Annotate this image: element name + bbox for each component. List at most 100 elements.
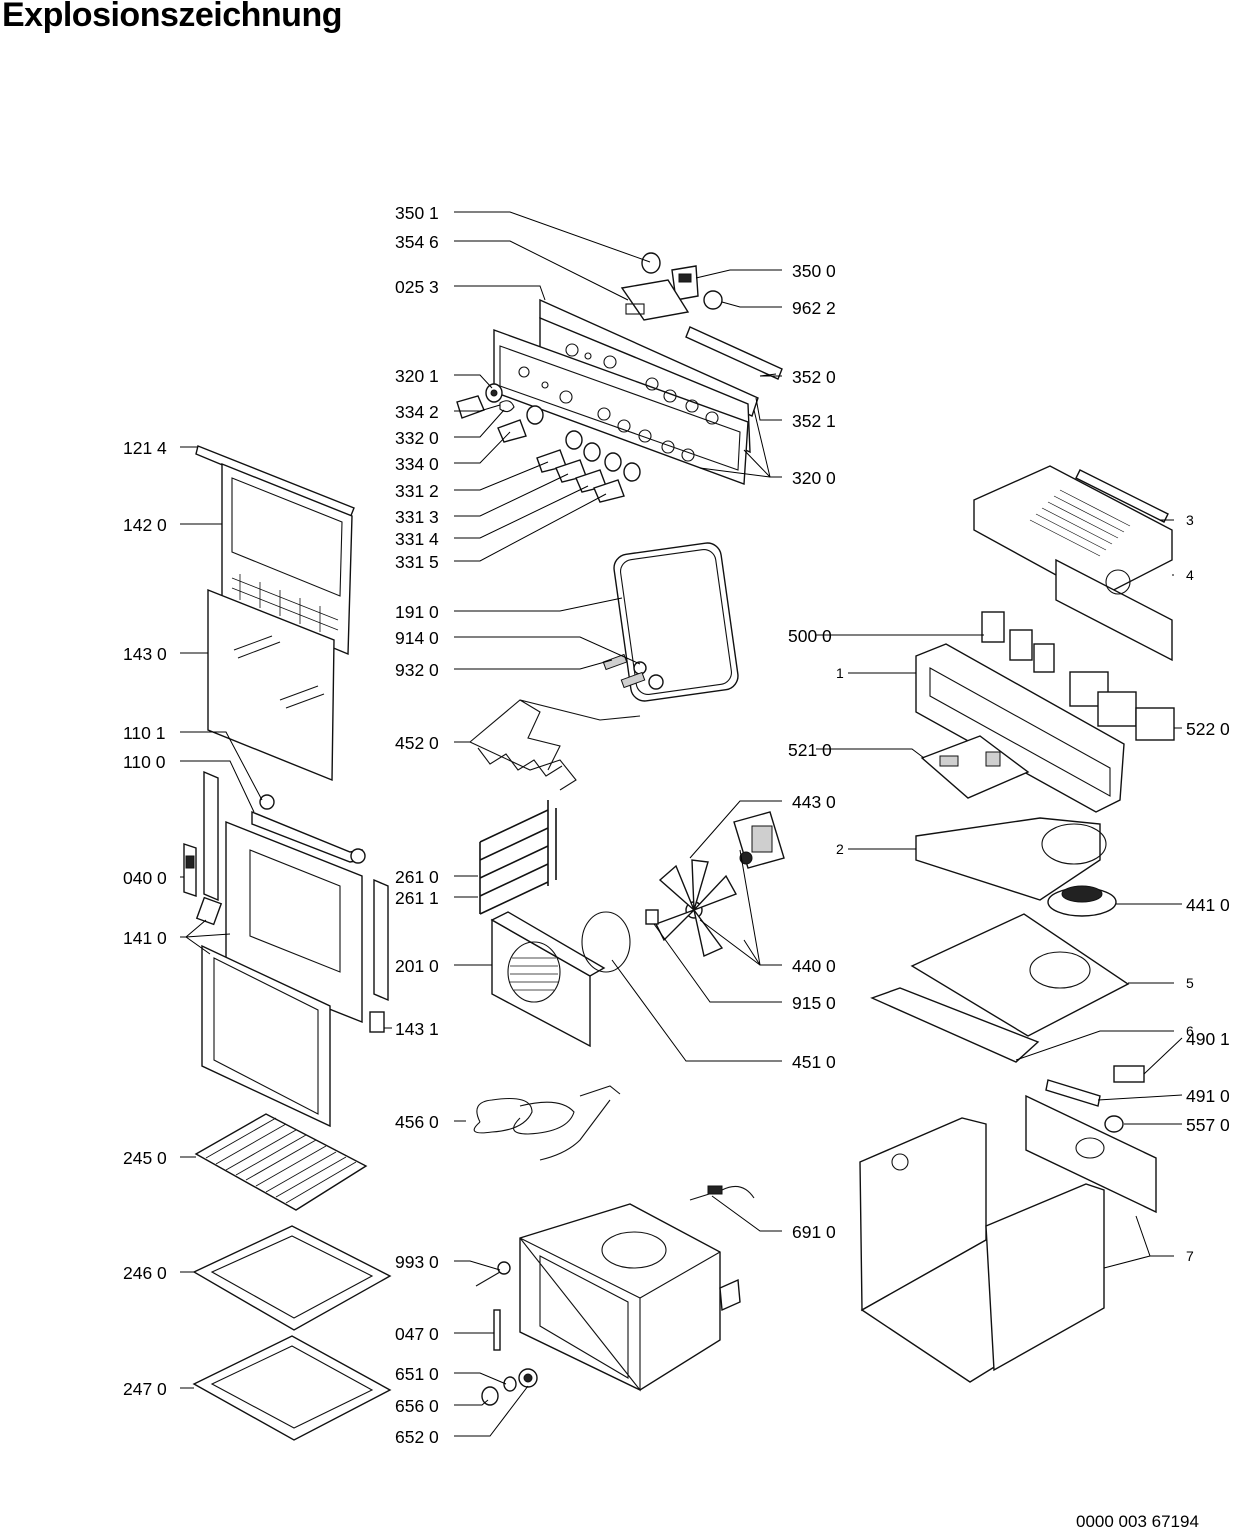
label-3313: 331 3 bbox=[395, 507, 439, 527]
control-panel-group bbox=[456, 252, 783, 503]
part-1101-drawing bbox=[259, 794, 275, 810]
right-parts-group bbox=[859, 465, 1175, 1383]
label-4430: 443 0 bbox=[792, 792, 836, 812]
label-9930: 993 0 bbox=[395, 1252, 439, 1272]
label-1430: 143 0 bbox=[123, 644, 167, 664]
part-5210-drawing bbox=[920, 735, 1030, 799]
label-assembly-5: 5 bbox=[1186, 975, 1194, 991]
label-3500: 350 0 bbox=[792, 261, 836, 281]
part-2470-drawing bbox=[192, 1335, 392, 1441]
door-group bbox=[183, 445, 392, 1441]
label-9320: 932 0 bbox=[395, 660, 439, 680]
part-4410-drawing bbox=[1047, 885, 1117, 917]
label-1101: 110 1 bbox=[123, 723, 166, 743]
part-6520-drawing bbox=[518, 1368, 538, 1388]
label-1100: 110 0 bbox=[123, 752, 166, 772]
part-4510-drawing bbox=[581, 911, 631, 973]
label-3312: 331 2 bbox=[395, 481, 439, 501]
label-4520: 452 0 bbox=[395, 733, 439, 753]
part-2010-drawing bbox=[490, 911, 606, 1048]
part-5220-drawing bbox=[1069, 671, 1175, 741]
label-1410: 141 0 bbox=[123, 928, 167, 948]
part-1420-drawing bbox=[221, 462, 353, 656]
label-9622: 962 2 bbox=[792, 298, 836, 318]
label-3315: 331 5 bbox=[395, 552, 439, 572]
part-9150-drawing bbox=[645, 909, 659, 925]
part-5000-drawing bbox=[981, 611, 1055, 673]
part-9320-drawing bbox=[602, 653, 646, 689]
assembly-1-drawing bbox=[915, 643, 1125, 813]
label-5220: 522 0 bbox=[1186, 719, 1230, 739]
assembly-4-drawing bbox=[973, 465, 1173, 662]
leader-lines bbox=[180, 211, 1183, 1437]
label-assembly-2: 2 bbox=[836, 841, 844, 857]
part-4901-drawing bbox=[1113, 1065, 1145, 1083]
label-4410: 441 0 bbox=[1186, 895, 1230, 915]
part-4560-drawing bbox=[473, 1085, 621, 1135]
part-6510-drawing bbox=[503, 1376, 517, 1392]
label-0470: 047 0 bbox=[395, 1324, 439, 1344]
label-3520: 352 0 bbox=[792, 367, 836, 387]
part-2460-drawing bbox=[192, 1225, 392, 1331]
label-6560: 656 0 bbox=[395, 1396, 439, 1416]
label-assembly-6: 6 bbox=[1186, 1023, 1194, 1039]
assembly-3-drawing bbox=[1075, 469, 1169, 523]
part-2450-drawing bbox=[194, 1113, 368, 1211]
label-2470: 247 0 bbox=[123, 1379, 167, 1399]
label-3521: 352 1 bbox=[792, 411, 836, 431]
label-3546: 354 6 bbox=[395, 232, 439, 252]
label-9140: 914 0 bbox=[395, 628, 439, 648]
label-2610: 261 0 bbox=[395, 867, 439, 887]
label-assembly-4: 4 bbox=[1186, 567, 1194, 583]
part-9622-drawing bbox=[703, 290, 723, 310]
label-2460: 246 0 bbox=[123, 1263, 167, 1283]
label-4901: 490 1 bbox=[1186, 1029, 1230, 1049]
label-0253: 025 3 bbox=[395, 277, 439, 297]
part-3520-drawing bbox=[685, 326, 783, 380]
part-0470-drawing bbox=[493, 1309, 501, 1351]
part-4520-drawing bbox=[469, 699, 641, 791]
label-1431: 143 1 bbox=[395, 1019, 439, 1039]
center-parts-group bbox=[469, 542, 785, 1406]
part-9930-drawing bbox=[475, 1261, 511, 1287]
label-9150: 915 0 bbox=[792, 993, 836, 1013]
label-4400: 440 0 bbox=[792, 956, 836, 976]
label-6520: 652 0 bbox=[395, 1427, 439, 1447]
label-6510: 651 0 bbox=[395, 1364, 439, 1384]
part-1431-drawing bbox=[369, 1011, 385, 1033]
knobs bbox=[456, 383, 641, 503]
label-4910: 491 0 bbox=[1186, 1086, 1230, 1106]
label-1910: 191 0 bbox=[395, 602, 439, 622]
label-5210: 521 0 bbox=[788, 740, 832, 760]
label-4560: 456 0 bbox=[395, 1112, 439, 1132]
part-6560-drawing bbox=[481, 1386, 499, 1406]
label-1214: 121 4 bbox=[123, 438, 167, 458]
label-5570: 557 0 bbox=[1186, 1115, 1230, 1135]
part-1430-drawing bbox=[207, 588, 335, 782]
part-4910-drawing bbox=[1045, 1079, 1101, 1107]
label-3314: 331 4 bbox=[395, 529, 439, 549]
part-3501-drawing bbox=[641, 252, 661, 274]
assembly-7-drawing bbox=[859, 1094, 1157, 1383]
document-number: 0000 003 67194 bbox=[1076, 1512, 1199, 1531]
label-3320: 332 0 bbox=[395, 428, 439, 448]
label-4510: 451 0 bbox=[792, 1052, 836, 1072]
assembly-2-drawing bbox=[915, 817, 1107, 901]
part-2610-drawing bbox=[479, 800, 557, 915]
label-3201: 320 1 bbox=[395, 366, 439, 386]
label-2611: 261 1 bbox=[395, 888, 439, 908]
part-3200-drawing bbox=[493, 329, 749, 485]
part-labels: 350 1 354 6 025 3 320 1 334 2 332 0 334 … bbox=[123, 203, 1230, 1447]
label-assembly-3: 3 bbox=[1186, 512, 1194, 528]
label-6910: 691 0 bbox=[792, 1222, 836, 1242]
part-3546-drawing bbox=[620, 279, 690, 321]
outer-door-drawing bbox=[225, 820, 363, 1024]
assembly-6-drawing bbox=[870, 987, 1040, 1063]
part-6910-drawing bbox=[689, 1185, 755, 1201]
label-2010: 201 0 bbox=[395, 956, 439, 976]
label-0400: 040 0 bbox=[123, 868, 167, 888]
assembly-5-drawing bbox=[910, 913, 1130, 1037]
label-3200: 320 0 bbox=[792, 468, 836, 488]
label-assembly-1: 1 bbox=[836, 665, 844, 681]
